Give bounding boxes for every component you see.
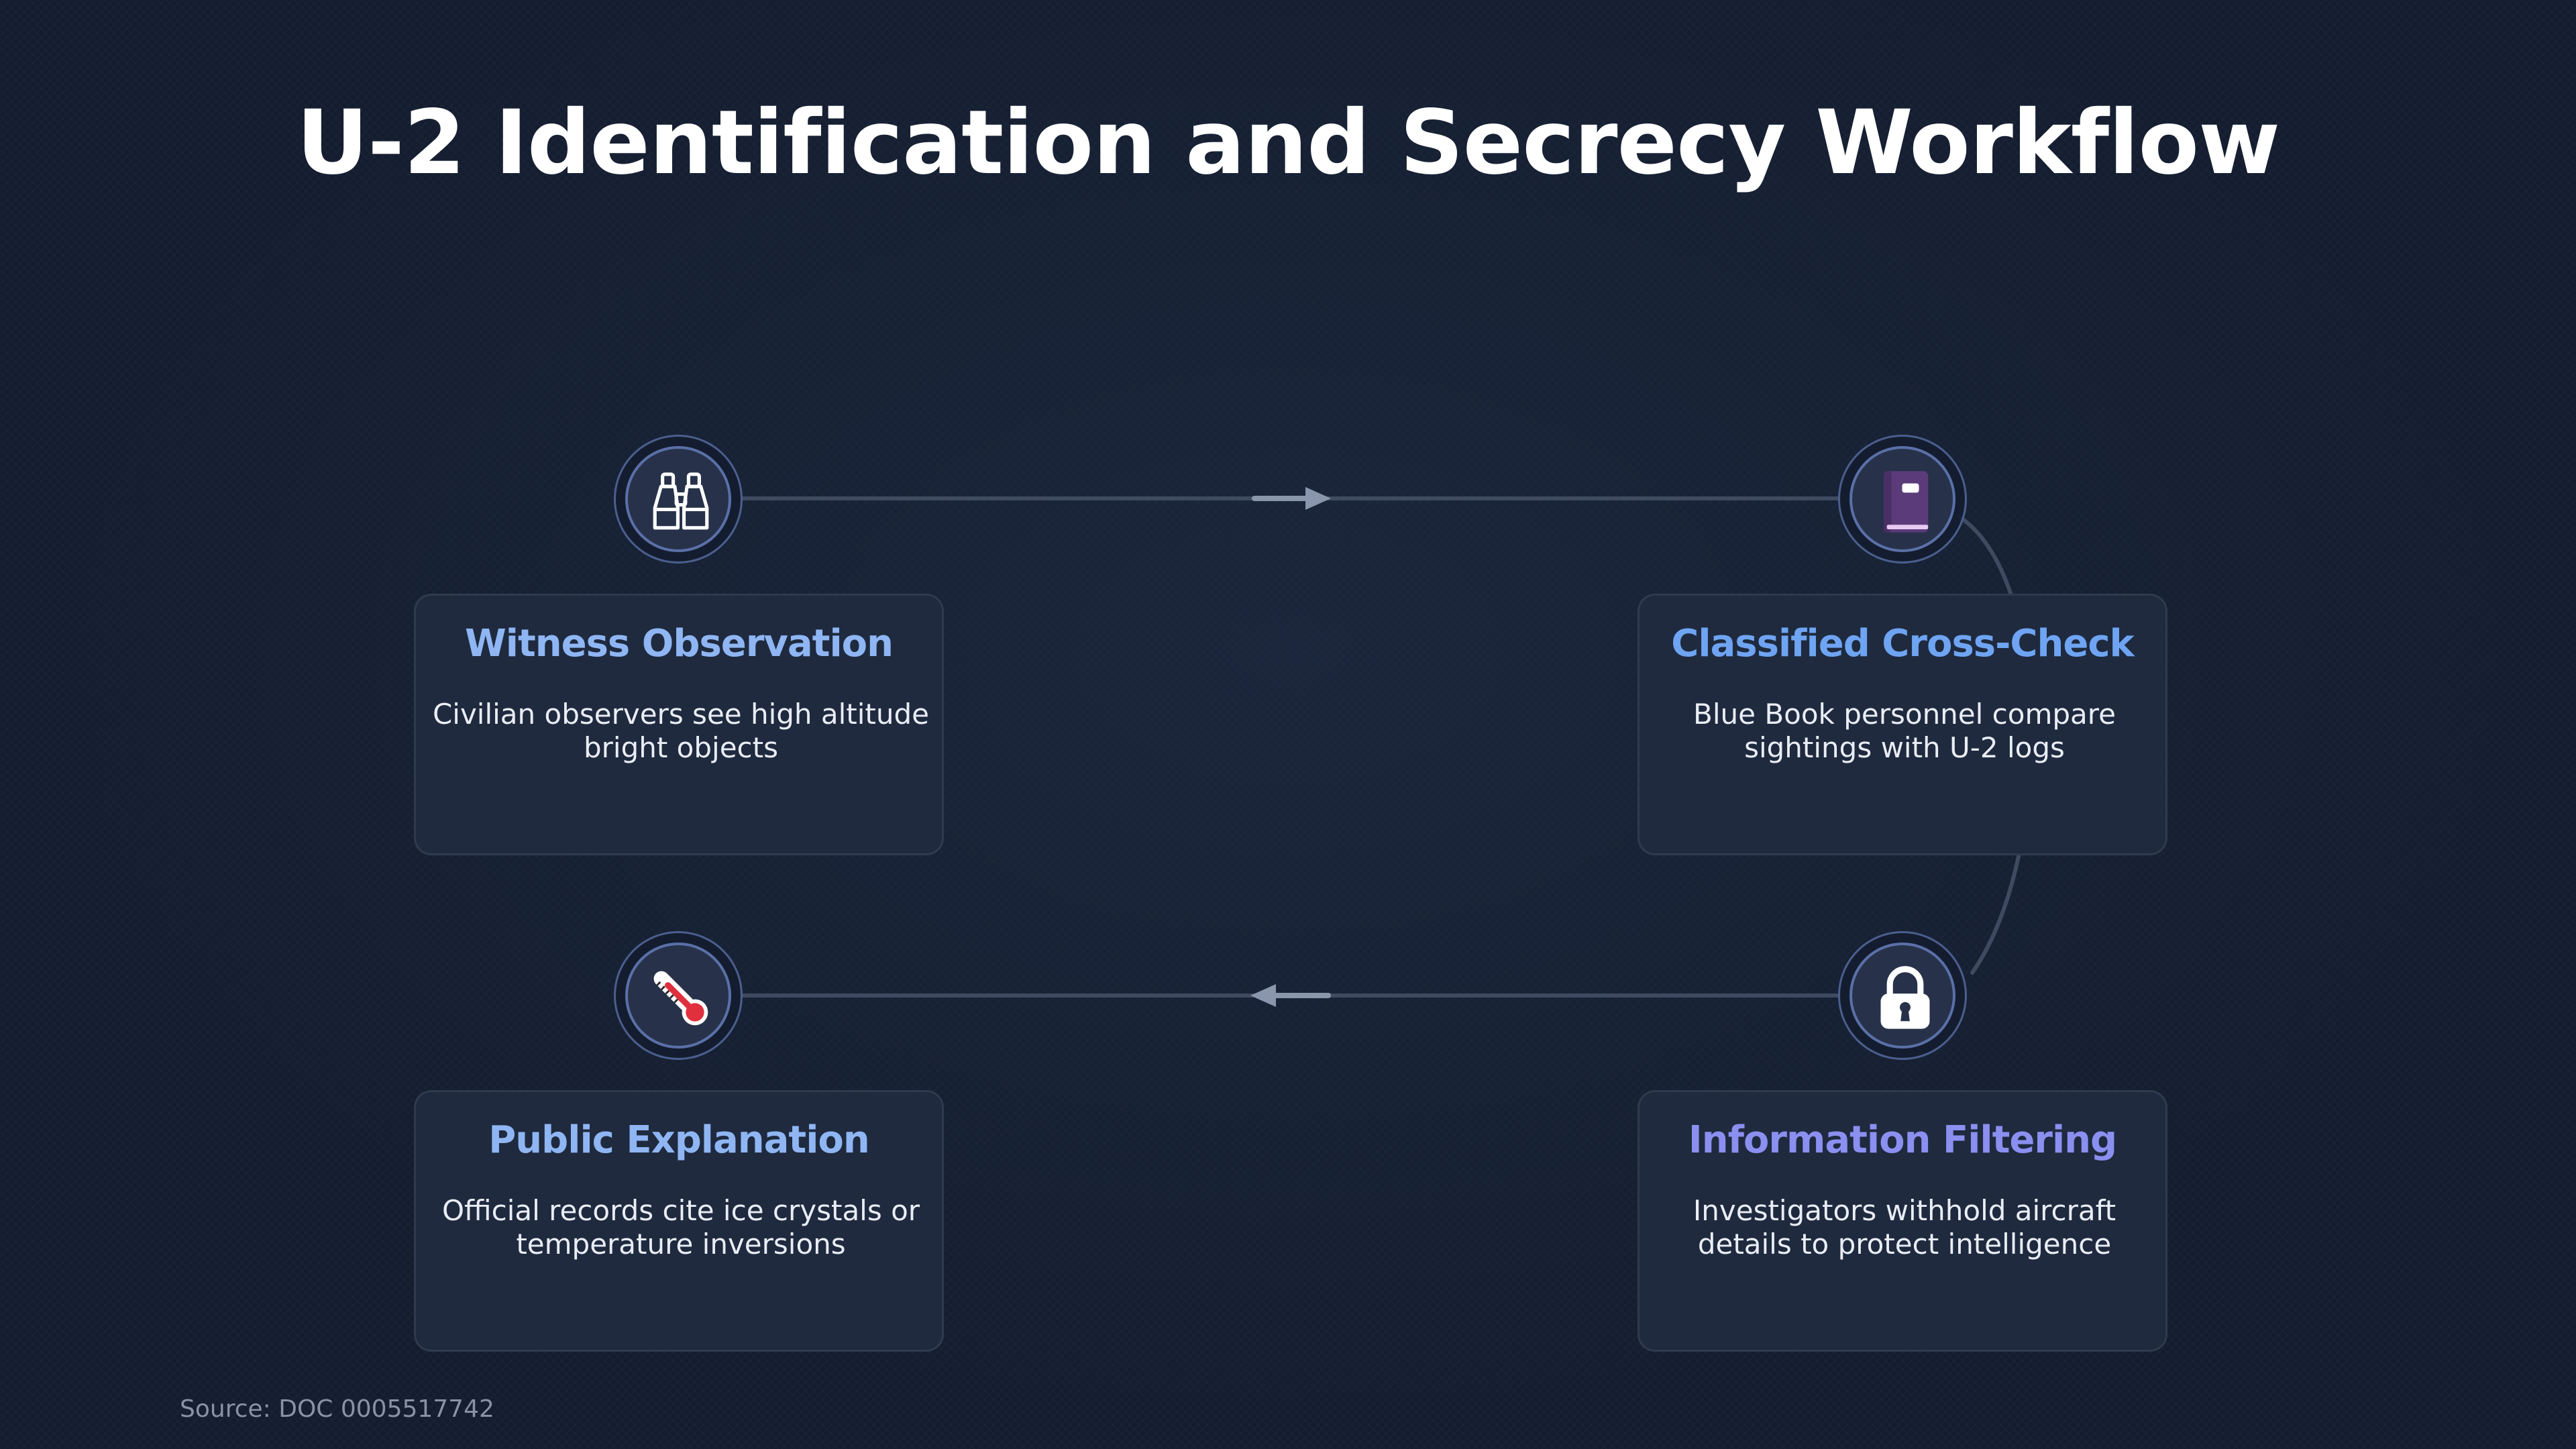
step-card-public-explanation: Public Explanation Official records cite… — [414, 1090, 944, 1352]
node-witness-observation — [614, 435, 743, 564]
step-description: Investigators withhold aircraft details … — [1693, 1194, 2116, 1260]
step-title: Public Explanation — [488, 1118, 869, 1162]
lock-icon — [1880, 966, 1930, 1029]
arrow-right-marker — [1252, 487, 1331, 510]
thermometer-icon — [653, 971, 708, 1026]
step-title: Information Filtering — [1688, 1118, 2117, 1162]
step-card-information-filtering: Information Filtering Investigators with… — [1638, 1090, 2167, 1352]
node-classified-cross-check — [1838, 435, 1967, 564]
step-description: Blue Book personnel compare sightings wi… — [1693, 698, 2116, 764]
node-information-filtering — [1838, 931, 1967, 1060]
binoculars-icon — [653, 472, 709, 530]
step-card-classified-cross-check: Classified Cross-Check Blue Book personn… — [1638, 594, 2167, 855]
arrow-left-marker — [1250, 984, 1331, 1007]
source-citation: Source: DOC 0005517742 — [180, 1395, 494, 1423]
step-card-witness-observation: Witness Observation Civilian observers s… — [414, 594, 944, 855]
step-description: Civilian observers see high altitude bri… — [432, 698, 930, 764]
step-description: Official records cite ice crystals or te… — [441, 1194, 920, 1260]
book-icon — [1884, 471, 1929, 533]
step-title: Classified Cross-Check — [1671, 622, 2135, 665]
step-title: Witness Observation — [465, 622, 894, 665]
node-public-explanation — [614, 931, 743, 1060]
page-title: U-2 Identification and Secrecy Workflow — [296, 91, 2280, 195]
